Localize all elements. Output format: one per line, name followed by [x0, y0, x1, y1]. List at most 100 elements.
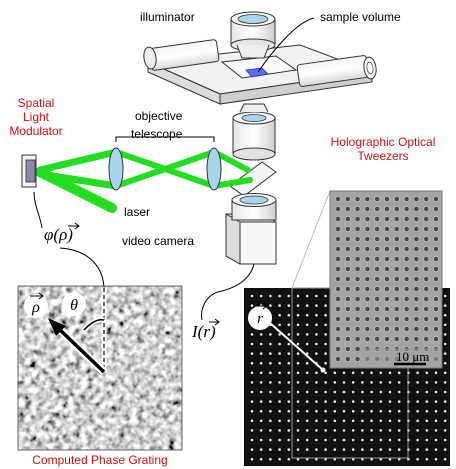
tweezer-spot [361, 457, 364, 461]
slm-label-line3: Modulator [9, 124, 62, 138]
tweezer-spot [370, 390, 373, 394]
tweezer-spot [344, 326, 351, 332]
tweezer-spot [425, 400, 429, 403]
tweezer-spot [374, 326, 381, 332]
tweezer-spot [296, 333, 300, 336]
tweezer-spot [393, 276, 400, 282]
tweezer-spot [259, 457, 263, 461]
tweezer-spot [388, 419, 392, 423]
tweezer-spot [344, 356, 351, 362]
tweezer-spot [269, 304, 272, 307]
tweezer-spot [416, 409, 419, 413]
tweezer-spot [364, 206, 371, 212]
tweezer-spot [287, 342, 291, 346]
tweezer-spot [333, 381, 337, 384]
tweezer-spot [342, 400, 346, 403]
tweezer-spot [259, 361, 263, 365]
tweezer-spot [443, 400, 447, 403]
tweezer-spot [374, 226, 381, 232]
rho-symbol-badge [24, 294, 48, 318]
tweezer-spot [434, 457, 438, 461]
tweezer-spot [344, 236, 351, 242]
tweezer-spot [259, 333, 263, 336]
tweezer-spot [333, 457, 337, 461]
tweezer-spot [393, 306, 400, 312]
tweezer-spot [269, 294, 272, 298]
tweezer-spot [259, 448, 263, 451]
tweezer-spot [305, 371, 309, 375]
tweezer-spot [397, 419, 401, 423]
spatial-light-modulator-device [21, 154, 37, 188]
tweezer-spot [364, 196, 371, 202]
tweezer-spot [397, 390, 401, 394]
tweezer-spot [425, 390, 429, 394]
tweezer-spot [423, 236, 430, 242]
tweezer-spot [269, 429, 272, 432]
tweezer-spot [433, 286, 439, 292]
tweezer-spot [416, 381, 419, 384]
phase-grating-label: Computed Phase Grating [32, 453, 167, 467]
tweezer-spot [423, 226, 430, 232]
tweezer-spot [434, 381, 438, 384]
tweezer-spot [374, 236, 381, 242]
laser-beams [35, 148, 253, 213]
tweezer-spot [416, 371, 419, 375]
tweezer-spot [315, 419, 318, 423]
phase-function-label: φ(ρ) [44, 225, 73, 244]
tweezer-spot [335, 296, 341, 302]
tweezer-spot [335, 286, 341, 292]
tweezer-spot [397, 457, 401, 461]
tweezer-spot [342, 438, 346, 442]
tweezer-spot [393, 296, 400, 302]
tweezer-spot [379, 438, 383, 442]
tweezer-spot [324, 438, 327, 442]
sample-volume-label: sample volume [320, 10, 401, 24]
tweezer-spot [384, 266, 390, 272]
tweezer-spot [344, 216, 351, 222]
tweezer-spot [374, 296, 381, 302]
tweezer-spot [443, 361, 447, 365]
tweezer-spot [354, 326, 361, 332]
tweezer-spot [296, 457, 300, 461]
tweezer-spot [370, 400, 373, 403]
tweezer-spot [364, 336, 371, 342]
tweezer-spot [364, 256, 371, 262]
tweezer-spot [388, 400, 392, 403]
tweezer-spot [354, 266, 361, 272]
tweezer-spot [413, 236, 420, 242]
tweezer-spot [269, 409, 272, 413]
tweezer-spot [379, 400, 383, 403]
tweezer-spot [384, 196, 390, 202]
tweezer-spot [333, 390, 337, 394]
tweezer-spot [364, 216, 371, 222]
tweezer-spot [433, 206, 439, 212]
tweezer-spot [361, 429, 364, 432]
tweezer-spot [354, 246, 361, 252]
tweezer-spot [333, 438, 337, 442]
tweezer-spot [379, 419, 383, 423]
tweezer-spot [269, 361, 272, 365]
tweezer-spot [393, 206, 400, 212]
tweezer-spot [384, 286, 390, 292]
tweezer-spot [374, 196, 381, 202]
tweezer-spot [250, 429, 254, 432]
tweezer-spot [434, 429, 438, 432]
tweezer-spot [443, 323, 447, 327]
tweezer-spot [416, 419, 419, 423]
slm-label-line1: Spatial [18, 96, 55, 110]
tweezer-spot [324, 342, 327, 346]
tweezer-spot [278, 419, 281, 423]
tweezer-spot [374, 306, 381, 312]
tweezer-spot [393, 326, 400, 332]
tweezer-spot [315, 390, 318, 394]
tweezer-spot [351, 390, 355, 394]
tweezer-spot [259, 381, 263, 384]
tweezer-spot [370, 371, 373, 375]
tweezer-spot [278, 429, 281, 432]
tweezer-spot [250, 352, 254, 355]
tweezer-spot [433, 296, 439, 302]
tweezer-spot [324, 400, 327, 403]
tweezer-spot [443, 304, 447, 307]
tweezer-spot [374, 246, 381, 252]
tweezer-spot [333, 371, 337, 375]
